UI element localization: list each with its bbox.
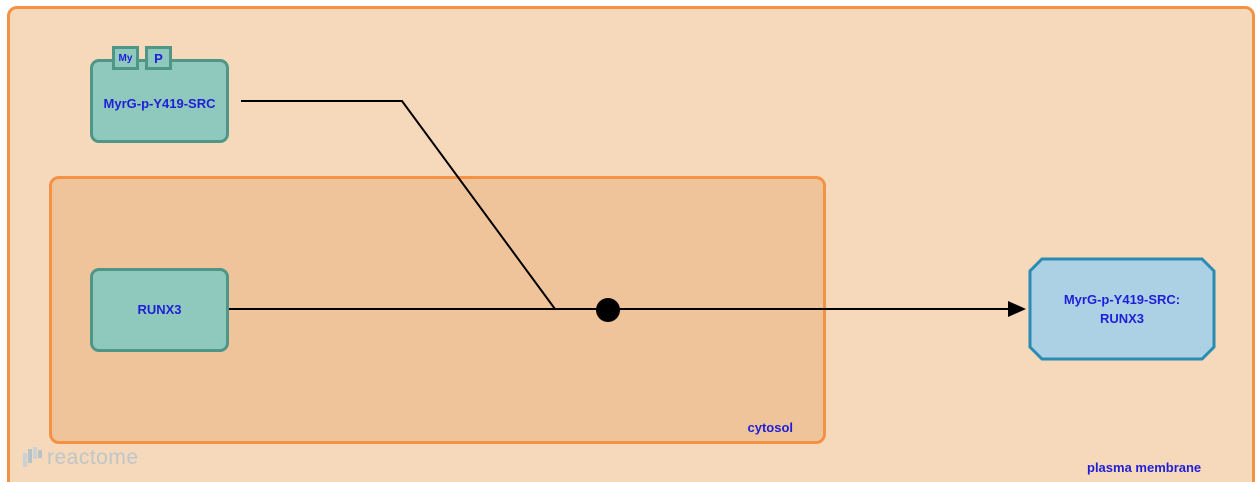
protein-runx3[interactable]: RUNX3 [90,268,229,352]
plasma-membrane-label: plasma membrane [1087,460,1202,475]
protein-label: MyrG-p-Y419-SRC [103,96,216,111]
protein-myrg-p-y419-src[interactable]: MyrG-p-Y419-SRC [90,59,229,143]
myristoylation-modification: My [112,46,139,70]
complex-label: MyrG-p-Y419-SRC: RUNX3 [1063,292,1181,326]
input-edge-src[interactable] [241,100,556,310]
phosphorylation-modification: P [145,46,172,70]
reactome-logo-text: reactome [47,446,139,469]
reaction-node[interactable] [596,298,620,322]
protein-label: RUNX3 [137,302,182,317]
complex-shape [1028,257,1216,361]
reactome-logo-icon [23,447,42,467]
complex-myrg-p-y419-src-runx3[interactable]: MyrG-p-Y419-SRC: RUNX3 [1028,257,1216,361]
cytosol-label: cytosol [747,420,793,435]
reactome-logo: reactome [22,446,139,470]
output-arrowhead [1008,301,1026,317]
